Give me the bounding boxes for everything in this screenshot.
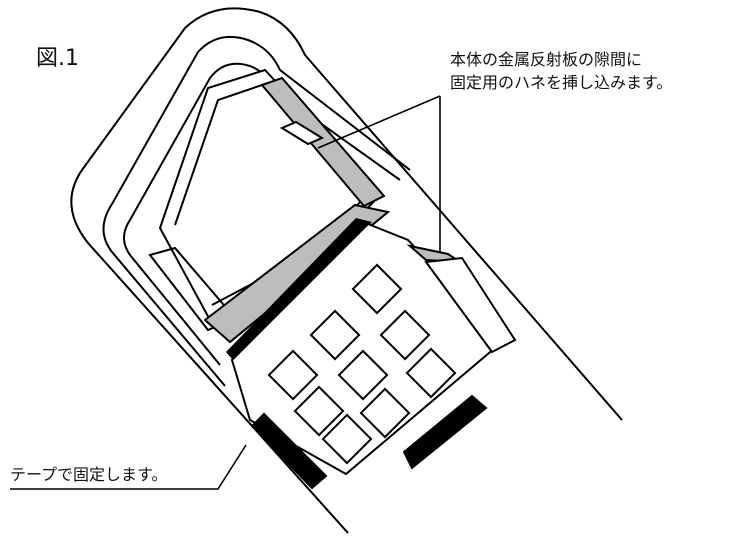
tape-black-left [250, 412, 328, 490]
leader-lines [10, 95, 441, 490]
key [405, 347, 457, 399]
leader-line-top [317, 95, 441, 149]
figure-label: 図.1 [36, 46, 79, 71]
tape-black-right [402, 394, 488, 470]
housing-outer-outline [70, 7, 623, 534]
reflector-gray-strip-top [260, 76, 386, 208]
key [267, 349, 319, 401]
key [359, 387, 411, 439]
callout-top-line-2: 固定用のハネを挿し込みます。 [450, 73, 673, 92]
key [309, 309, 361, 361]
keypad-keys [267, 263, 457, 465]
callout-top: 本体の金属反射板の隙間に 固定用のハネを挿し込みます。 [450, 48, 672, 94]
key [321, 413, 373, 465]
leader-line-bottom [10, 444, 247, 490]
keypad-right-flap [424, 256, 517, 354]
key [293, 385, 345, 437]
housing-inner-outline-1 [102, 36, 411, 387]
key [337, 349, 389, 401]
callout-top-line-1: 本体の金属反射板の隙間に [450, 50, 643, 69]
clip-notch [279, 120, 325, 146]
callout-bottom: テープで固定します。 [10, 465, 168, 484]
key [351, 263, 403, 315]
key [379, 309, 431, 361]
